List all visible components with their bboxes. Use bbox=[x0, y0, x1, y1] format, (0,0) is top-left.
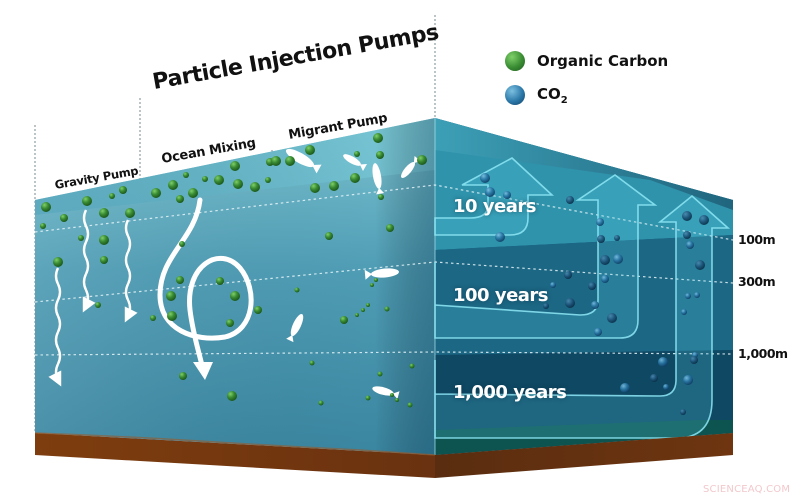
co2-return-arrows bbox=[434, 157, 731, 439]
label-10-years: 10 years bbox=[453, 196, 537, 217]
co2-subscript: 2 bbox=[560, 94, 568, 106]
legend-label-co2: CO2 bbox=[537, 85, 568, 106]
co2-text: CO bbox=[537, 84, 561, 103]
label-100-years: 100 years bbox=[453, 285, 549, 306]
legend-label-organic-carbon: Organic Carbon bbox=[537, 52, 669, 70]
green-sphere-icon bbox=[505, 51, 525, 71]
legend: Organic Carbon CO2 bbox=[505, 44, 668, 112]
gravity-pump-arrows bbox=[48, 209, 138, 387]
organic-carbon-particles bbox=[40, 133, 427, 408]
depth-label-100m: 100m bbox=[738, 232, 776, 247]
legend-item-organic-carbon: Organic Carbon bbox=[505, 44, 668, 78]
co2-particles bbox=[480, 173, 709, 415]
right-face-water bbox=[435, 118, 733, 455]
label-1000-years: 1,000 years bbox=[453, 382, 567, 403]
depth-label-300m: 300m bbox=[738, 274, 776, 289]
blue-sphere-icon bbox=[505, 85, 525, 105]
fish-group bbox=[285, 148, 421, 400]
legend-item-co2: CO2 bbox=[505, 78, 668, 112]
ocean-mixing-loop-arrow bbox=[157, 197, 254, 380]
depth-label-1000m: 1,000m bbox=[738, 346, 788, 361]
seafloor-sediment bbox=[34, 432, 733, 478]
watermark: SCIENCEAQ.COM bbox=[703, 484, 791, 495]
